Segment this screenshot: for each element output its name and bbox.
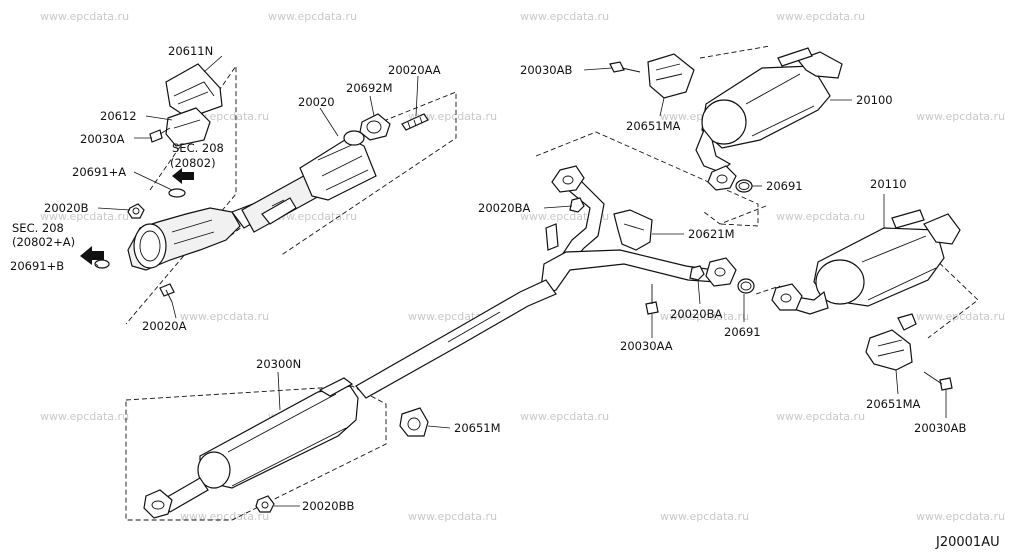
label-20020: 20020 (298, 95, 335, 109)
watermark-layer: www.epcdata.ru www.epcdata.ru www.epcdata.… (40, 10, 1005, 523)
label-20030AB-top: 20030AB (520, 63, 572, 77)
label-20020AA: 20020AA (388, 63, 441, 77)
arrow-to-sec208a-icon (80, 246, 104, 265)
diagram-code: J20001AU (935, 535, 1000, 550)
front-tube-20020 (241, 130, 377, 233)
center-long-pipe (355, 279, 557, 399)
watermark-text: www.epcdata.ru (268, 210, 357, 223)
nut-20020BB (255, 495, 275, 513)
center-y-pipe (539, 165, 737, 297)
hanger-20651M (399, 407, 429, 437)
main-muffler-20300N (143, 377, 359, 519)
stud-20020AA (401, 113, 429, 131)
label-20300N: 20300N (256, 357, 301, 371)
hanger-20651MA-right (865, 313, 917, 371)
label-20110: 20110 (870, 177, 907, 191)
watermark-text: www.epcdata.ru (916, 110, 1005, 123)
main-muffler-boundary (125, 385, 387, 521)
rear-muffler-20100 (695, 47, 843, 191)
watermark-text: www.epcdata.ru (916, 510, 1005, 523)
watermark-text: www.epcdata.ru (520, 10, 609, 23)
bolt-20020A (159, 283, 175, 303)
label-sec208-line1: SEC. 208 (172, 141, 224, 155)
watermark-text: www.epcdata.ru (520, 210, 609, 223)
label-20691-mid: 20691 (724, 325, 761, 339)
label-20020B: 20020B (44, 201, 89, 215)
heat-shield-20611N (165, 63, 223, 119)
label-20020BA-mid: 20020BA (670, 307, 722, 321)
label-20691A: 20691+A (72, 165, 126, 179)
watermark-text: www.epcdata.ru (180, 310, 269, 323)
watermark-text: www.epcdata.ru (408, 510, 497, 523)
label-20651MA-top: 20651MA (626, 119, 681, 133)
bolt-20030AB-right (923, 371, 953, 391)
center-pipe-boundary (535, 131, 759, 227)
hanger-20651MA-top (647, 53, 695, 99)
label-sec208a-line1: SEC. 208 (12, 221, 64, 235)
arrow-to-sec208-icon (172, 168, 194, 184)
label-20612: 20612 (100, 109, 137, 123)
bolt-20030AA (645, 284, 659, 315)
label-20020A: 20020A (142, 319, 187, 333)
watermark-text: www.epcdata.ru (916, 310, 1005, 323)
rear-muffler-right-boundary-2 (703, 205, 767, 225)
gasket-20691-top (735, 179, 753, 193)
watermark-text: www.epcdata.ru (776, 10, 865, 23)
nut-20020BA-left (569, 197, 585, 213)
part-labels: 20611N 20612 20030A SEC. 208 (20802) 206… (10, 44, 1000, 550)
watermark-text: www.epcdata.ru (408, 110, 497, 123)
label-20692M: 20692M (346, 81, 393, 95)
label-20651MA-right: 20651MA (866, 397, 921, 411)
label-20020BA-left: 20020BA (478, 201, 530, 215)
gasket-20691-mid (737, 278, 755, 294)
watermark-text: www.epcdata.ru (520, 410, 609, 423)
label-20691B: 20691+B (10, 259, 64, 273)
label-20030AB-right: 20030AB (914, 421, 966, 435)
label-20020BB: 20020BB (302, 499, 354, 513)
label-20651M: 20651M (454, 421, 501, 435)
label-20100: 20100 (856, 93, 893, 107)
label-sec208-line2: (20802) (170, 156, 216, 170)
watermark-text: www.epcdata.ru (40, 410, 129, 423)
watermark-text: www.epcdata.ru (268, 10, 357, 23)
sub-muffler-lower-boundary (755, 285, 781, 295)
label-20611N: 20611N (168, 44, 213, 58)
gasket-20692M (359, 113, 391, 141)
sub-muffler-20110 (771, 209, 961, 315)
label-20030A: 20030A (80, 132, 125, 146)
watermark-text: www.epcdata.ru (776, 410, 865, 423)
bolt-20030A (149, 127, 171, 143)
watermark-text: www.epcdata.ru (180, 510, 269, 523)
watermark-text: www.epcdata.ru (660, 510, 749, 523)
watermark-text: www.epcdata.ru (40, 210, 129, 223)
bracket-20612 (165, 107, 211, 147)
rear-muffler-right-boundary (699, 45, 771, 59)
bracket-20621M (545, 209, 653, 251)
gasket-20691B (94, 259, 110, 269)
label-sec208a-line2: (20802+A) (12, 235, 75, 249)
watermark-text: www.epcdata.ru (776, 210, 865, 223)
watermark-text: www.epcdata.ru (40, 10, 129, 23)
watermark-text: www.epcdata.ru (660, 310, 749, 323)
label-20691-top: 20691 (766, 179, 803, 193)
label-20030AA: 20030AA (620, 339, 673, 353)
gasket-20691A (168, 188, 186, 198)
label-20621M: 20621M (688, 227, 735, 241)
bolt-20030AB-top (609, 61, 641, 73)
leader-lines (95, 55, 947, 507)
nut-20020BA-mid (689, 265, 705, 281)
nut-20020B (127, 203, 145, 219)
